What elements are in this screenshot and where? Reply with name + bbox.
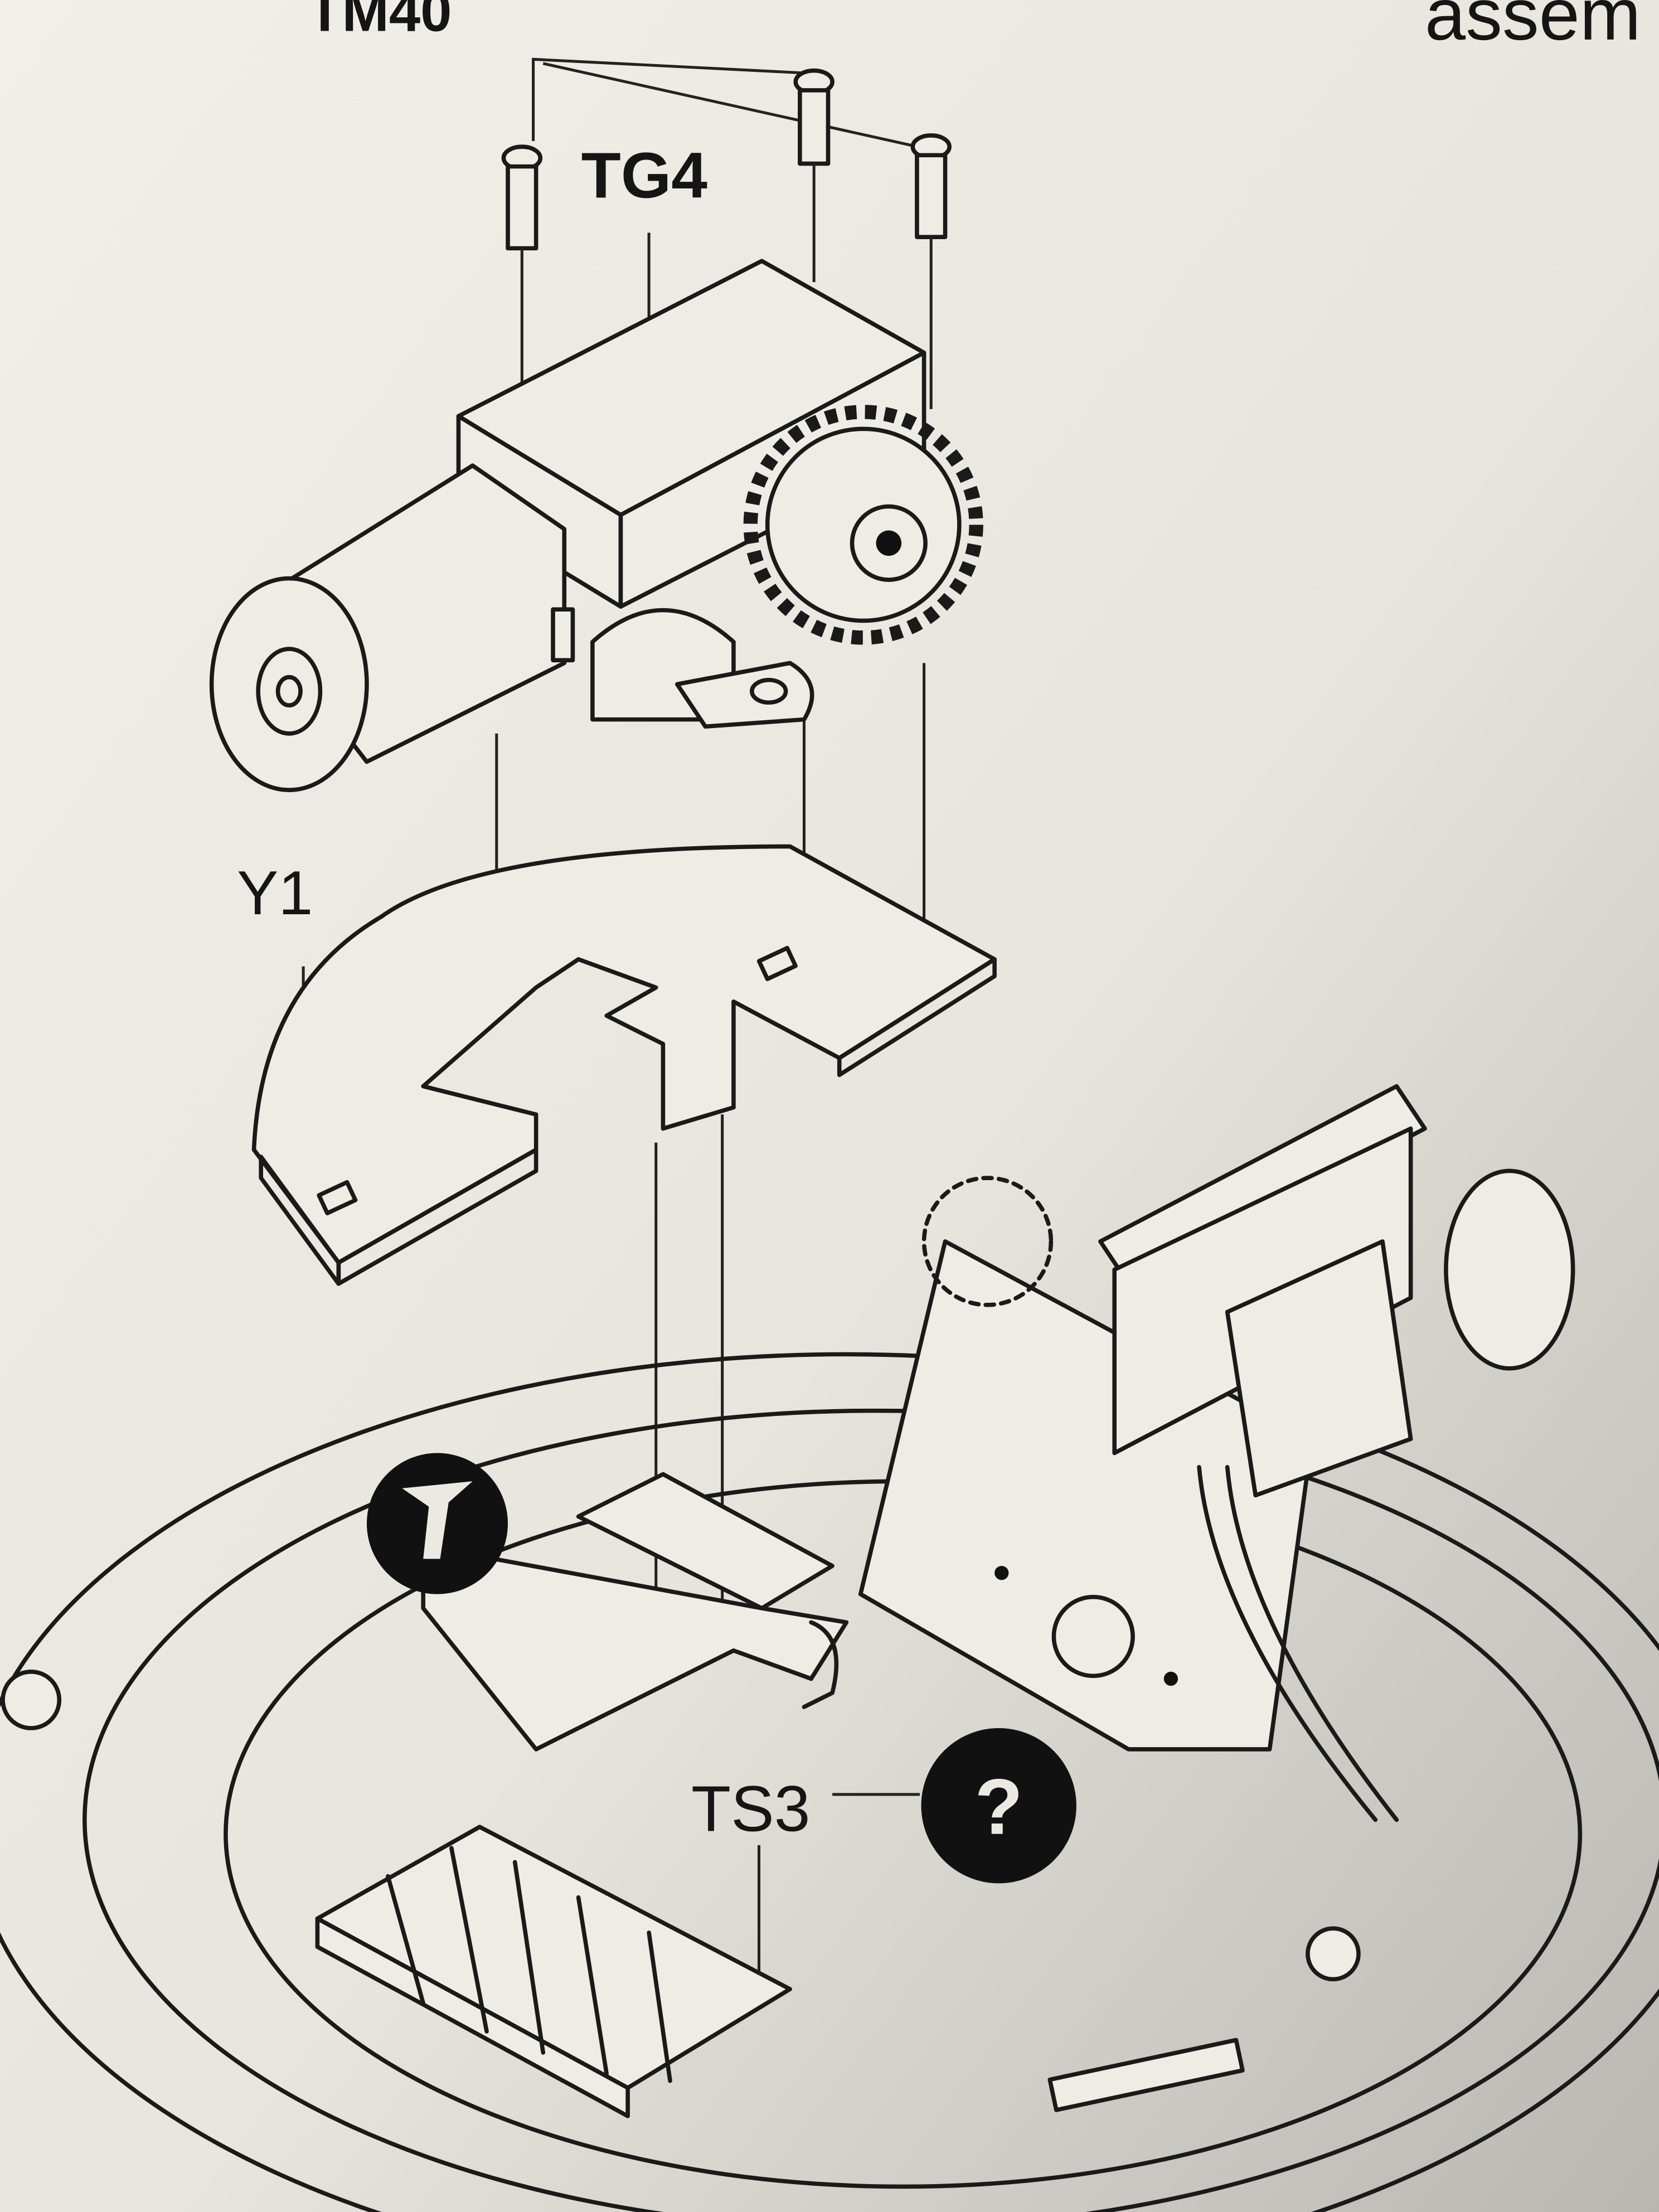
tm40-leader-lines xyxy=(532,57,925,150)
question-mark: ? xyxy=(974,1763,1023,1851)
part-label-tm40: TM40 xyxy=(308,0,452,43)
gear xyxy=(743,405,983,645)
label-ts3: TS3 xyxy=(691,1773,810,1845)
label-y1: Y1 xyxy=(237,858,313,928)
heading-fragment: assem xyxy=(1425,0,1641,55)
screw-left xyxy=(501,144,543,251)
tool-icon xyxy=(366,1453,508,1594)
label-tg4: TG4 xyxy=(581,139,708,211)
screw-middle xyxy=(793,68,835,166)
terminal-block xyxy=(315,1825,792,2118)
question-badge: ? xyxy=(921,1728,1076,1884)
lower-mount-plate xyxy=(421,1472,849,1752)
screw-right xyxy=(910,133,952,239)
bracket-y1 xyxy=(251,844,997,1286)
drive-mechanism xyxy=(858,1084,1575,1822)
